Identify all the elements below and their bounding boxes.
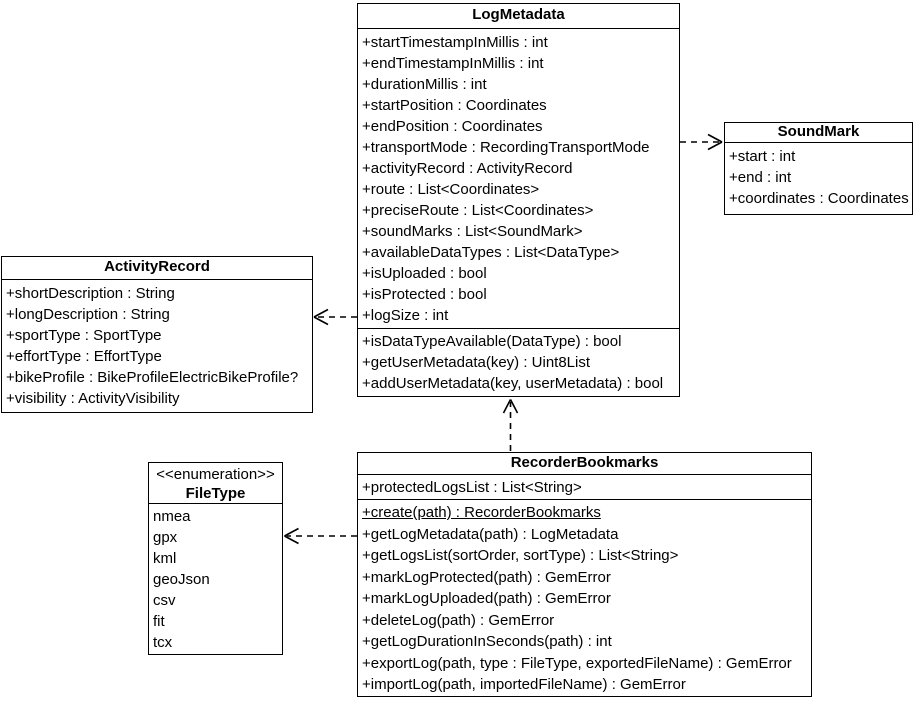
uml-attribute: +start : int [729,148,796,165]
uml-attribute: +startPosition : Coordinates [362,97,547,114]
uml-attribute: +route : List<Coordinates> [362,181,540,198]
uml-attribute: +shortDescription : String [6,285,175,302]
open-arrowhead-icon [313,308,329,326]
uml-attribute: +activityRecord : ActivityRecord [362,160,573,177]
uml-method: +addUserMetadata(key, userMetadata) : bo… [362,375,664,392]
uml-method: +getLogMetadata(path) : LogMetadata [362,525,619,543]
dependency-recorderbookmarks-to-logmetadata [502,399,519,451]
dependency-logmetadata-to-activityrecord [313,308,357,326]
enum-value: csv [153,592,176,609]
uml-attribute: +effortType : EffortType [6,348,162,365]
uml-attribute: +durationMillis : int [362,76,487,93]
uml-attribute: +startTimestampInMillis : int [362,34,548,51]
enum-header: <<enumeration>> FileType [149,463,282,504]
class-title-recorderbookmarks: RecorderBookmarks [358,453,811,475]
uml-attribute: +endPosition : Coordinates [362,118,543,135]
attributes-compartment: +shortDescription : String +longDescript… [2,280,312,409]
uml-attribute: +longDescription : String [6,306,170,323]
enum-stereotype: <<enumeration>> [156,466,275,483]
uml-method: +getLogsList(sortOrder, sortType) : List… [362,547,679,564]
methods-compartment: +create(path) : RecorderBookmarks +getLo… [358,499,811,696]
enum-value: nmea [153,508,191,525]
methods-compartment: +isDataTypeAvailable(DataType) : bool +g… [358,328,679,394]
class-logmetadata: LogMetadata +startTimestampInMillis : in… [357,3,680,397]
uml-attribute: +visibility : ActivityVisibility [6,390,180,407]
uml-attribute: +transportMode : RecordingTransportMode [362,139,650,156]
uml-attribute: +preciseRoute : List<Coordinates> [362,202,594,219]
uml-method: +getUserMetadata(key) : Uint8List [362,354,591,371]
open-arrowhead-icon [284,527,299,545]
uml-attribute: +availableDataTypes : List<DataType> [362,244,620,261]
uml-method: +importLog(path, importedFileName) : Gem… [362,676,686,693]
class-recorderbookmarks: RecorderBookmarks +protectedLogsList : L… [357,452,812,697]
uml-method: +markLogUploaded(path) : GemError [362,590,611,607]
uml-attribute: +end : int [729,169,792,186]
class-title-activityrecord: ActivityRecord [2,257,312,280]
enum-value: kml [153,550,177,567]
uml-attribute: +coordinates : Coordinates [729,190,909,207]
uml-attribute: +soundMarks : List<SoundMark> [362,223,583,240]
uml-method: +exportLog(path, type : FileType, export… [362,654,792,672]
uml-attribute: +isUploaded : bool [362,265,487,282]
enum-value: geoJson [153,571,210,588]
open-arrowhead-icon [502,399,519,414]
class-soundmark: SoundMark +start : int +end : int +coord… [724,122,913,215]
class-activityrecord: ActivityRecord +shortDescription : Strin… [1,256,313,413]
attributes-compartment: +startTimestampInMillis : int +endTimest… [358,29,679,328]
dependency-logmetadata-to-soundmark [680,133,723,151]
attributes-compartment: +start : int +end : int +coordinates : C… [725,143,912,209]
uml-attribute: +bikeProfile : BikeProfileElectricBikePr… [6,369,299,386]
uml-method: +isDataTypeAvailable(DataType) : bool [362,333,622,350]
uml-attribute: +protectedLogsList : List<String> [362,479,582,496]
uml-method: +getLogDurationInSeconds(path) : int [362,633,612,650]
enum-title-filetype: FileType [185,485,246,502]
dependency-recorderbookmarks-to-filetype [284,527,357,545]
enum-filetype: <<enumeration>> FileType nmea gpx kml ge… [148,462,283,655]
attributes-compartment: +protectedLogsList : List<String> [358,475,811,499]
enum-value: gpx [153,529,178,546]
uml-method: +deleteLog(path) : GemError [362,611,555,629]
class-title-logmetadata: LogMetadata [358,4,679,29]
uml-attribute: +sportType : SportType [6,327,162,344]
uml-method: +markLogProtected(path) : GemError [362,568,611,586]
class-title-soundmark: SoundMark [725,123,912,143]
enum-value: fit [153,613,165,630]
uml-attribute: +endTimestampInMillis : int [362,55,544,72]
enum-values-compartment: nmea gpx kml geoJson csv fit tcx [149,504,282,653]
open-arrowhead-icon [707,133,723,151]
uml-static-method: +create(path) : RecorderBookmarks [362,504,601,521]
uml-attribute: +logSize : int [362,307,449,324]
enum-value: tcx [153,634,173,651]
uml-attribute: +isProtected : bool [362,286,487,303]
